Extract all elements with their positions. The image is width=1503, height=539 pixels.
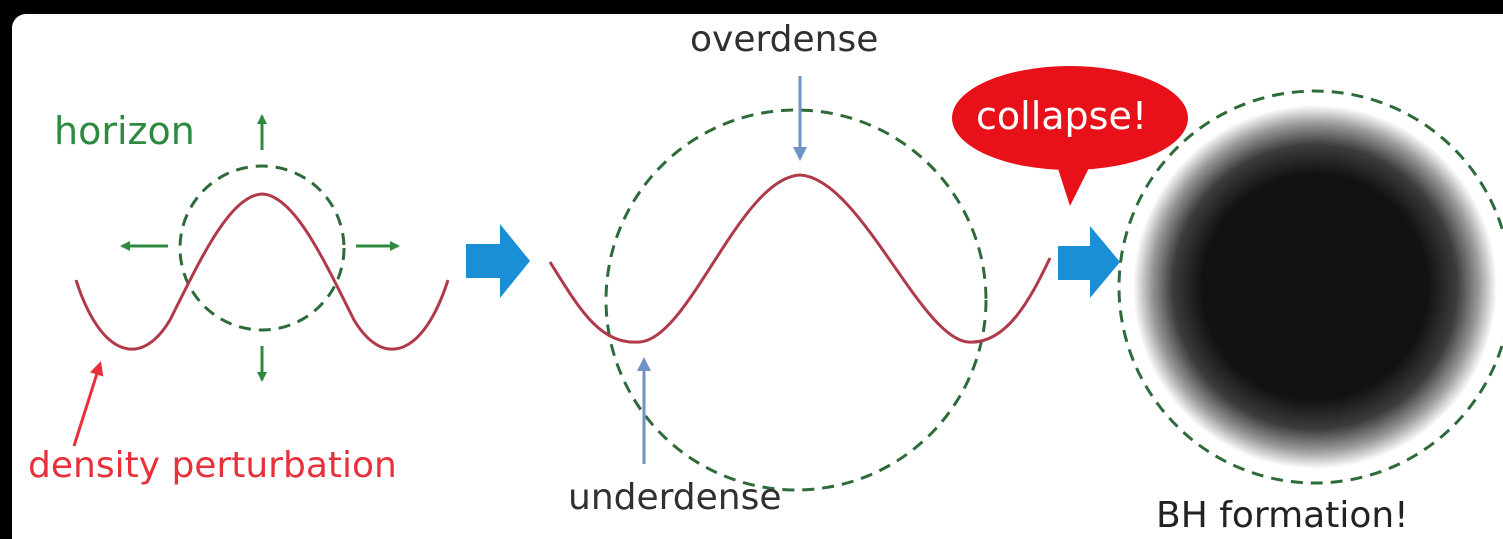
density-pointer-arrow [72, 361, 104, 447]
flow-arrow-1 [466, 224, 530, 298]
underdense-label: underdense [568, 477, 782, 518]
horizon-label: horizon [54, 109, 195, 153]
bh-formation-label: BH formation! [1156, 495, 1409, 536]
black-hole [1133, 105, 1497, 469]
density-perturbation-label: density perturbation [28, 445, 397, 486]
overdense-label: overdense [690, 19, 879, 60]
density-wave-1 [74, 192, 450, 351]
collapse-callout-bubble [952, 66, 1188, 170]
collapse-label: collapse! [976, 94, 1148, 138]
horizon-circle-bh [1117, 89, 1503, 485]
flow-arrow-2 [1058, 226, 1120, 298]
horizon-circle-small [178, 164, 346, 332]
horizon-circle-large [604, 108, 988, 492]
density-wave-2 [548, 173, 1052, 344]
